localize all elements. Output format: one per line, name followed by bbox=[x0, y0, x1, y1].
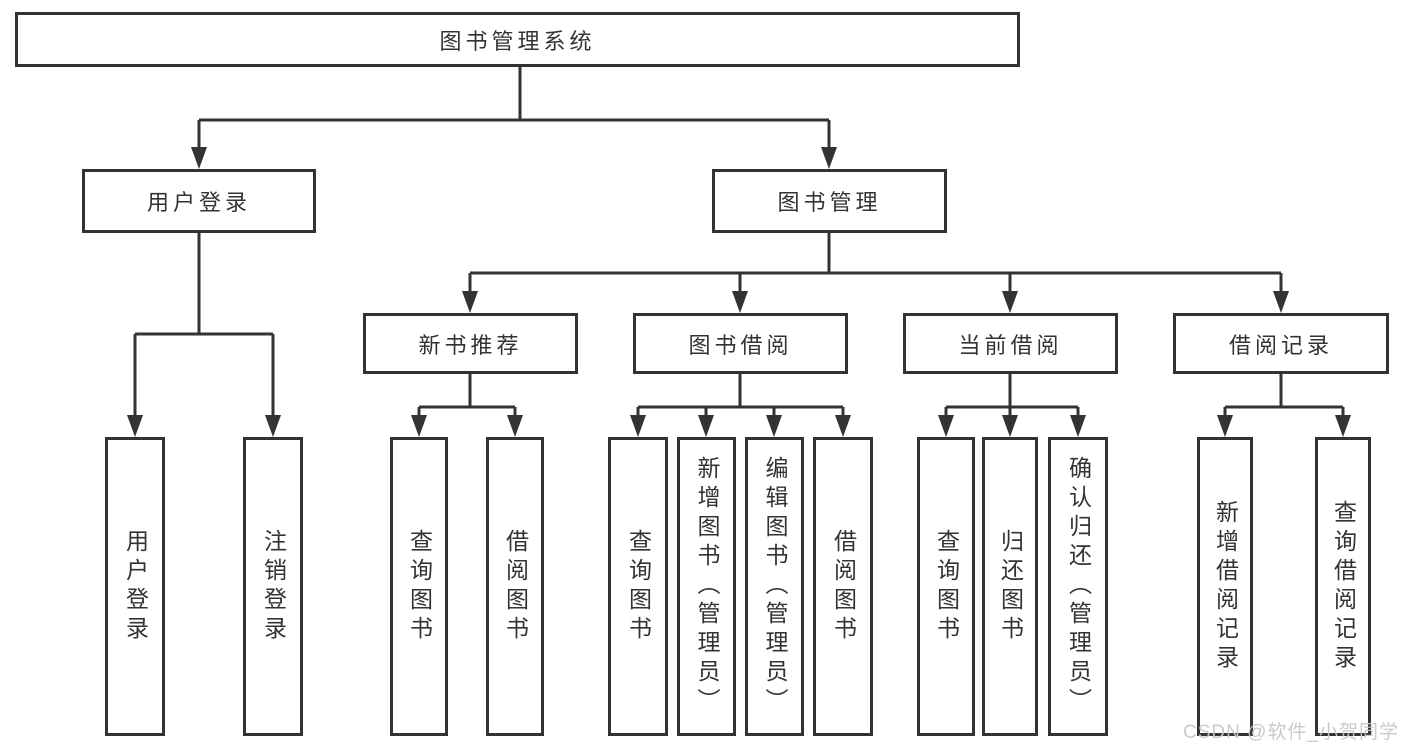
leaf-query-borrow-record: 查询借阅记录 bbox=[1315, 437, 1371, 736]
node-new-book-recommend-label: 新书推荐 bbox=[418, 332, 523, 358]
node-current-borrow-label: 当前借阅 bbox=[958, 332, 1063, 358]
node-root: 图书管理系统 bbox=[15, 12, 1020, 67]
leaf-query-books-recommend: 查询图书 bbox=[390, 437, 448, 736]
leaf-label: 用户登录 bbox=[122, 528, 149, 645]
leaf-confirm-return-admin: 确认归还（管理员） bbox=[1048, 437, 1108, 736]
leaf-label: 新增图书（管理员） bbox=[694, 456, 720, 717]
node-root-label: 图书管理系统 bbox=[439, 28, 596, 54]
leaf-label: 查询图书 bbox=[933, 528, 960, 645]
leaf-borrow-books-recommend: 借阅图书 bbox=[486, 437, 544, 736]
leaf-label: 确认归还（管理员） bbox=[1065, 456, 1092, 717]
leaf-label: 借阅图书 bbox=[502, 528, 529, 645]
leaf-query-books-current: 查询图书 bbox=[917, 437, 975, 736]
leaf-query-books-borrow: 查询图书 bbox=[608, 437, 668, 736]
leaf-label: 借阅图书 bbox=[830, 528, 857, 645]
leaf-label: 新增借阅记录 bbox=[1212, 499, 1239, 674]
leaf-borrow-books: 借阅图书 bbox=[813, 437, 873, 736]
leaf-add-borrow-record: 新增借阅记录 bbox=[1197, 437, 1253, 736]
leaf-logout: 注销登录 bbox=[243, 437, 303, 736]
node-book-management-label: 图书管理 bbox=[777, 190, 882, 215]
node-new-book-recommend: 新书推荐 bbox=[363, 313, 578, 374]
leaf-label: 注销登录 bbox=[260, 528, 287, 645]
node-book-borrow: 图书借阅 bbox=[633, 313, 848, 374]
leaf-label: 编辑图书（管理员） bbox=[762, 456, 788, 717]
leaf-edit-books-admin: 编辑图书（管理员） bbox=[745, 437, 804, 736]
node-user-login-label: 用户登录 bbox=[146, 190, 251, 215]
node-user-login: 用户登录 bbox=[82, 169, 316, 233]
node-borrow-records: 借阅记录 bbox=[1173, 313, 1389, 374]
node-borrow-records-label: 借阅记录 bbox=[1228, 332, 1333, 358]
node-book-management: 图书管理 bbox=[712, 169, 947, 233]
leaf-label: 查询借阅记录 bbox=[1330, 499, 1357, 674]
arrowheads bbox=[127, 147, 1351, 437]
leaf-add-books-admin: 新增图书（管理员） bbox=[677, 437, 736, 736]
leaf-label: 归还图书 bbox=[997, 528, 1024, 645]
watermark-text: CSDN @软件_小贺同学 bbox=[1183, 722, 1399, 743]
leaf-label: 查询图书 bbox=[406, 528, 433, 645]
node-current-borrow: 当前借阅 bbox=[903, 313, 1118, 374]
node-book-borrow-label: 图书借阅 bbox=[688, 332, 793, 358]
leaf-return-books: 归还图书 bbox=[982, 437, 1038, 736]
leaf-label: 查询图书 bbox=[625, 528, 652, 645]
leaf-user-login: 用户登录 bbox=[105, 437, 165, 736]
